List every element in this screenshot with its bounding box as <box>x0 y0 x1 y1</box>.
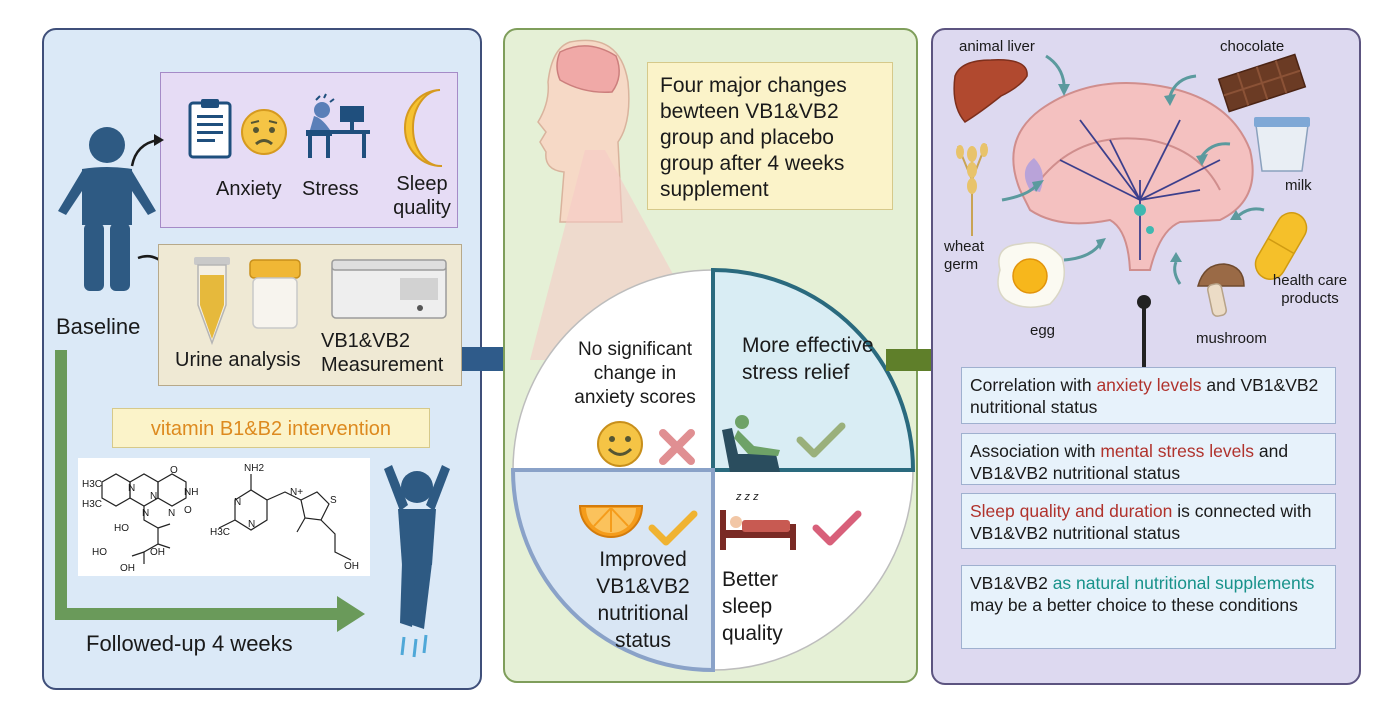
food-label-mushroom: mushroom <box>1196 330 1267 347</box>
chem-n-3: N <box>150 491 158 502</box>
quadrant-nutrition-text: Improved VB1&VB2 nutritional status <box>596 548 690 652</box>
chem-o-1: O <box>170 465 178 476</box>
urine-analysis-label: Urine analysis <box>175 349 301 371</box>
cross-icon <box>659 429 695 465</box>
food-label-wheat: wheat germ <box>944 238 985 273</box>
zzz-label: z z z <box>736 491 759 503</box>
liver-icon <box>953 59 1028 123</box>
riboflavin-structure <box>101 473 187 564</box>
stress-label: Stress <box>302 178 359 200</box>
finding-stress-pre: Association with <box>970 441 1101 461</box>
chem-oh-1: OH <box>150 547 165 558</box>
sleeping-bed-icon <box>720 510 796 550</box>
quadrant-sleep-text: Better sleep quality <box>722 568 783 645</box>
chem-h3c-3: H3C <box>210 527 231 538</box>
finding-anxiety-post: and VB1&VB2 nutritional status <box>970 375 1319 417</box>
finding-stress-post: and VB1&VB2 nutritional status <box>970 441 1289 483</box>
quadrant-stress-text: More effective stress relief <box>742 334 874 384</box>
quadrant-anxiety-text: No significant change in anxiety scores <box>574 339 696 408</box>
chem-n-2: N <box>142 508 150 519</box>
moon-icon <box>404 89 443 168</box>
chem-h3c-2: H3C <box>82 499 103 510</box>
summary-title-box <box>647 62 893 210</box>
finding-anxiety-pre: Correlation with <box>970 375 1097 395</box>
finding-stress: Association with mental stress levels an… <box>961 433 1336 485</box>
followup-label: Followed-up 4 weeks <box>86 631 293 656</box>
milk-icon <box>1254 117 1310 172</box>
analyzer-machine-icon <box>331 259 447 319</box>
orange-slice-icon <box>578 505 644 538</box>
food-label-chocolate: chocolate <box>1220 38 1285 55</box>
chem-s: S <box>330 495 337 506</box>
chem-oh-2: OH <box>120 563 135 574</box>
chem-n-1: N <box>128 483 136 494</box>
chem-nh: NH <box>184 487 199 498</box>
chem-n-4: N <box>168 508 176 519</box>
worried-face-icon <box>241 109 287 155</box>
finding-stress-highlight: mental stress levels <box>1100 441 1255 461</box>
stressed-person-icon <box>306 93 370 158</box>
egg-icon <box>997 241 1065 308</box>
urine-tube-icon <box>194 257 230 346</box>
chem-n-plus: N+ <box>290 487 304 498</box>
food-label-health-products: health care products <box>1272 272 1348 307</box>
food-label-egg: egg <box>1030 322 1056 339</box>
chem-nh2: NH2 <box>244 463 265 474</box>
arrow-to-symptoms <box>130 134 164 167</box>
check-icon-nutrition <box>648 510 698 546</box>
finding-sleep-highlight: Sleep quality and duration <box>970 501 1173 521</box>
finding-supplements-post: may be a better choice to these conditio… <box>970 595 1298 615</box>
finding-anxiety: Correlation with anxiety levels and VB1&… <box>961 367 1336 424</box>
summary-title: Four major changes bewteen VB1&VB2 group… <box>660 74 847 201</box>
food-label-milk: milk <box>1285 177 1312 194</box>
pin-marker <box>1137 295 1151 368</box>
food-label-liver: animal liver <box>959 38 1035 55</box>
wheat-germ-icon <box>956 143 988 236</box>
specimen-jar-icon <box>249 259 301 329</box>
anxiety-label: Anxiety <box>216 178 282 200</box>
results-circle <box>510 267 916 673</box>
capsule-icon <box>1254 212 1308 280</box>
mushroom-icon <box>1197 263 1245 317</box>
chocolate-icon <box>1217 53 1307 113</box>
chem-h3c-1: H3C <box>82 479 103 490</box>
jumping-person-icon <box>384 465 450 658</box>
chem-oh-3: OH <box>344 561 359 572</box>
finding-supplements-highlight: as natural nutritional supplements <box>1052 573 1315 593</box>
intervention-box <box>112 408 430 448</box>
chem-ho-2: HO <box>92 547 107 558</box>
followup-arrow <box>55 350 365 632</box>
check-icon-stress <box>796 422 846 458</box>
chem-n-6: N <box>248 519 256 530</box>
chem-o-2: O <box>184 505 192 516</box>
finding-supplements: VB1&VB2 as natural nutritional supplemen… <box>961 565 1336 649</box>
chemical-structures <box>78 458 370 576</box>
chem-n-5: N <box>234 497 242 508</box>
clipboard-icon <box>188 99 232 159</box>
baseline-label: Baseline <box>56 314 141 339</box>
finding-anxiety-highlight: anxiety levels <box>1096 375 1202 395</box>
chem-ho-1: HO <box>114 523 129 534</box>
person-icon <box>58 127 156 291</box>
check-icon-sleep <box>812 510 862 546</box>
relaxing-person-icon <box>722 415 780 472</box>
intervention-label: vitamin B1&B2 intervention <box>150 418 392 440</box>
sleep-quality-label: Sleep quality <box>393 173 451 219</box>
finding-sleep: Sleep quality and duration is connected … <box>961 493 1336 549</box>
finding-supplements-pre: VB1&VB2 <box>970 573 1053 593</box>
food-arrows <box>1001 54 1265 285</box>
finding-sleep-post: is connected with VB1&VB2 nutritional st… <box>970 501 1312 543</box>
thiamine-structure <box>218 474 352 561</box>
smiley-icon <box>597 421 643 467</box>
vb-measurement-label: VB1&VB2 Measurement <box>321 330 444 376</box>
